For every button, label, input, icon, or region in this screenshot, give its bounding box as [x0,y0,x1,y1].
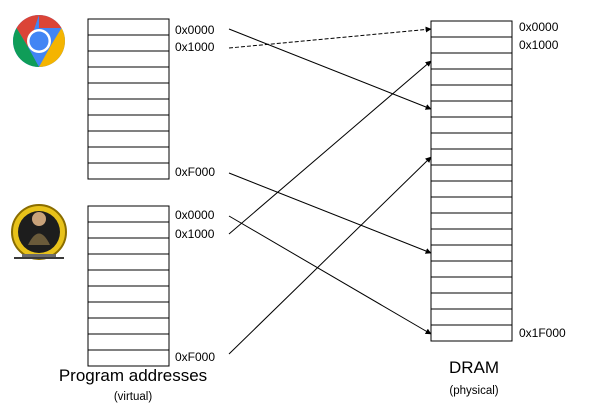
program1-page-cell [87,130,170,148]
program1-page-cell [87,162,170,180]
dram-page-table [430,20,513,342]
program1-page-cell [87,34,170,52]
program1-page-cell [87,114,170,132]
dram-sublabel: (physical) [449,385,498,397]
p1-address-0x1000: 0x1000 [175,40,215,54]
p2-address-0xF000: 0xF000 [175,350,215,364]
p2-address-0x1000: 0x1000 [175,227,215,241]
p2-0xF000-to-dram-arrow [228,156,432,355]
dram-page-cell [430,324,513,342]
dram-page-cell [430,148,513,166]
p1-0xF000-to-dram-arrow [228,172,432,254]
p1-address-0xF000: 0xF000 [175,165,215,179]
program2-page-cell [87,253,170,271]
p2-0x0000-to-dram-arrow [228,215,432,335]
dram-page-cell [430,116,513,134]
dram-page-cell [430,212,513,230]
p1-0x0000-to-dram-arrow [228,28,432,110]
chrome-icon [13,15,65,67]
dram-page-cell [430,20,513,38]
program1-page-cell [87,66,170,84]
dram-page-cell [430,260,513,278]
dram-address-0x0000: 0x0000 [519,20,559,34]
p1-0x1000-to-dram-arrow [228,26,432,49]
dram-page-cell [430,292,513,310]
dram-page-cell [430,84,513,102]
game-character-icon [11,204,67,260]
dram-address-0x1000: 0x1000 [519,38,559,52]
p2-address-0x0000: 0x0000 [175,208,215,222]
program1-page-table [87,18,170,180]
dram-label: DRAM [449,358,499,377]
dram-page-cell [430,276,513,294]
program2-page-cell [87,317,170,335]
dram-page-cell [430,164,513,182]
program1-page-cell [87,98,170,116]
dram-page-cell [430,180,513,198]
dram-page-cell [430,244,513,262]
program2-page-table [87,205,170,367]
program1-page-cell [87,50,170,68]
p2-0x1000-to-dram-arrow [228,60,432,235]
program2-page-cell [87,237,170,255]
program2-page-cell [87,269,170,287]
program-addresses-label: Program addresses [59,366,207,385]
mapping-arrows [228,26,432,355]
program2-page-cell [87,285,170,303]
program2-page-cell [87,333,170,351]
program-addresses-sublabel: (virtual) [114,391,153,403]
dram-page-cell [430,196,513,214]
dram-page-cell [430,100,513,118]
dram-address-0x1F000: 0x1F000 [519,326,566,340]
program2-page-cell [87,205,170,223]
dram-page-cell [430,132,513,150]
dram-page-cell [430,308,513,326]
program2-page-cell [87,301,170,319]
program2-page-cell [87,349,170,367]
dram-page-cell [430,36,513,54]
dram-page-cell [430,68,513,86]
program2-page-cell [87,221,170,239]
program1-page-cell [87,146,170,164]
p1-address-0x0000: 0x0000 [175,23,215,37]
program1-page-cell [87,18,170,36]
dram-page-cell [430,52,513,70]
dram-page-cell [430,228,513,246]
program1-page-cell [87,82,170,100]
